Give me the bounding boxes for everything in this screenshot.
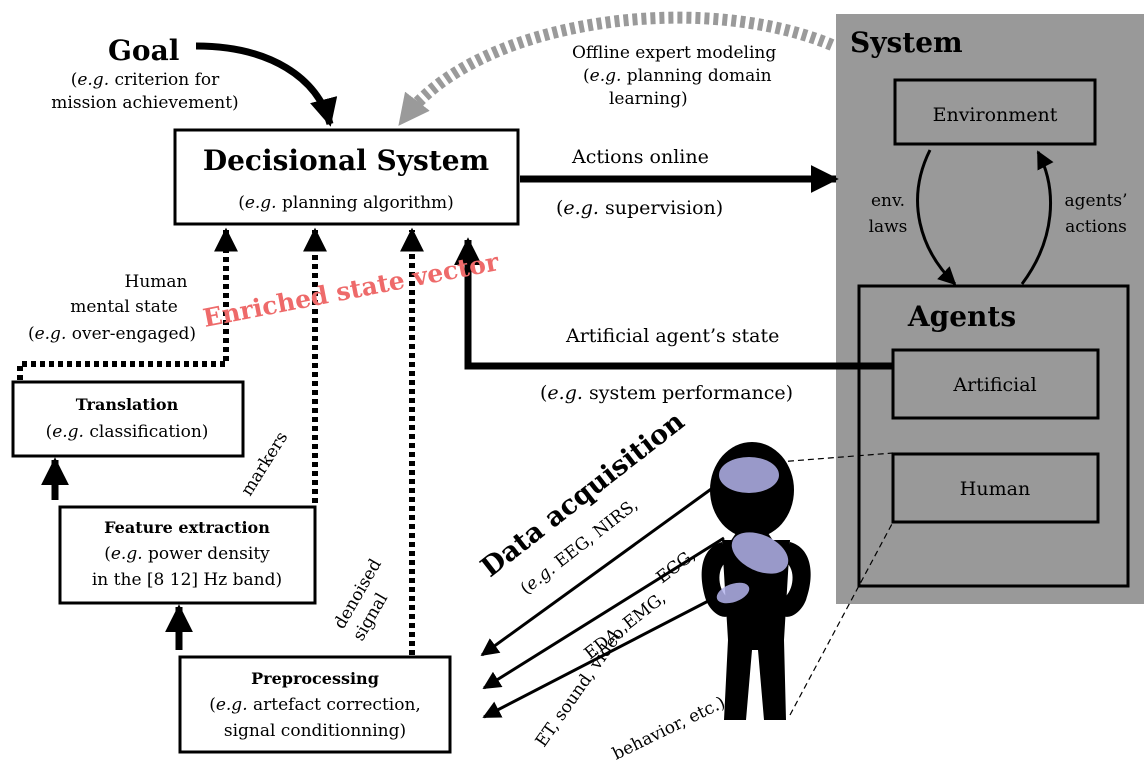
- decisional-system-box: [173, 128, 520, 226]
- eda-acquisition-arrow: [482, 595, 717, 719]
- mental-state-line2: mental state: [70, 297, 178, 317]
- agents-box: [857, 284, 1130, 588]
- preprocessing-example: (e.g. artefact correction,: [209, 695, 421, 715]
- feature-extraction-example: (e.g. power density: [104, 544, 270, 564]
- artificial-state-arrow: [454, 237, 893, 370]
- enriched-state-vector-label: Enriched state vector: [201, 247, 502, 333]
- offline-expert-line3: learning): [609, 89, 688, 109]
- mental-state-dotted-arrow: [17, 227, 238, 380]
- human-connector-bottom: [789, 521, 894, 716]
- mental-state-example: (e.g. over-engaged): [28, 324, 196, 344]
- environment-label: Environment: [933, 104, 1058, 126]
- goal-arrow: [195, 42, 338, 127]
- preprocessing-line3: signal conditionning): [224, 721, 406, 741]
- offline-expert-line1: Offline expert modeling: [572, 43, 776, 63]
- decisional-system-title: Decisional System: [203, 144, 489, 177]
- preprocessing-box: [178, 655, 452, 754]
- human-box: [891, 452, 1100, 524]
- artificial-box: [891, 348, 1100, 420]
- artificial-state-label: Artificial agent’s state: [565, 325, 779, 347]
- environment-box: [893, 78, 1097, 146]
- artificial-label: Artificial: [952, 374, 1036, 396]
- preprocessing-title: Preprocessing: [251, 669, 379, 688]
- env-laws-arrow: [916, 149, 957, 286]
- feature-extraction-line3: in the [8 12] Hz band): [92, 570, 282, 590]
- eeg-acquisition-arrow: [480, 485, 715, 657]
- agents-actions-arrow: [1020, 150, 1054, 285]
- mental-state-line1: Human: [125, 272, 188, 292]
- offline-expert-line2: (e.g. planning domain: [583, 66, 772, 86]
- actions-online-example: (e.g. supervision): [556, 197, 723, 219]
- env-laws-line2: laws: [869, 217, 908, 237]
- ecg-sensor-blob: [731, 532, 789, 574]
- offline-expert-arrow: [398, 11, 835, 126]
- eeg-sensor-blob: [719, 457, 779, 493]
- translation-title: Translation: [76, 395, 179, 414]
- system-title: System: [850, 26, 963, 59]
- goal-example-line1: (e.g. criterion for: [71, 70, 220, 90]
- translation-box: [11, 380, 245, 458]
- goal-title: Goal: [108, 34, 179, 67]
- feature-extraction-box: [58, 505, 317, 605]
- goal-example-line2: mission achievement): [51, 93, 238, 113]
- data-acquisition-line2: ECG,: [653, 545, 700, 588]
- agents-title: Agents: [907, 300, 1016, 333]
- data-acquisition-line5: behavior, etc.): [609, 693, 728, 760]
- agents-actions-line2: actions: [1065, 217, 1127, 237]
- artificial-state-example: (e.g. system performance): [540, 382, 793, 404]
- ecg-acquisition-arrow: [482, 536, 725, 690]
- decisional-system-example: (e.g. planning algorithm): [238, 193, 454, 213]
- agents-actions-line1: agents’: [1065, 191, 1128, 211]
- markers-label: markers: [237, 428, 292, 499]
- actions-online-label: Actions online: [571, 146, 709, 168]
- feature-extraction-title: Feature extraction: [104, 518, 270, 537]
- system-panel: [836, 14, 1144, 604]
- translation-example: (e.g. classification): [46, 422, 209, 442]
- human-label: Human: [960, 478, 1030, 500]
- env-laws-line1: env.: [871, 191, 905, 211]
- eda-sensor-blob: [716, 582, 750, 604]
